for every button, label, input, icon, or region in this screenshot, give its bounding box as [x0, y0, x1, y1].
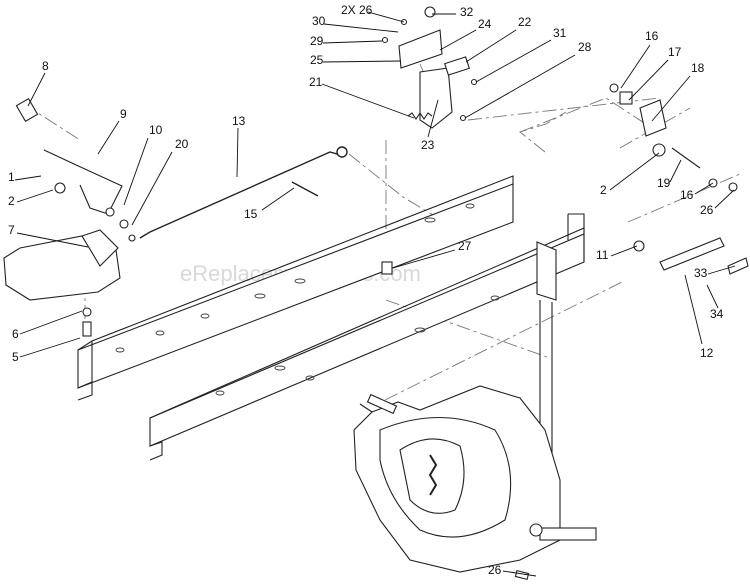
callout-label-c-12: 12: [700, 346, 714, 360]
callout-leader-c-21: [321, 83, 415, 119]
callout-label-c-5: 5: [12, 350, 19, 364]
callout-label-c-34: 34: [710, 307, 724, 321]
callout-label-c-10: 10: [149, 123, 163, 137]
callout-leader-c-34: [706, 284, 719, 309]
callout-leader-c-18: [651, 75, 691, 122]
control-plate-assembly: [381, 6, 478, 275]
callout-leader-c-2b: [609, 152, 660, 191]
callout-leader-c-28: [464, 54, 576, 119]
callout-label-c-17: 17: [668, 45, 682, 59]
callout-leader-c-26c: [502, 570, 537, 577]
callout-label-c-19: 19: [657, 176, 671, 190]
callout-label-c-32: 32: [460, 5, 474, 19]
callout-label-c-24: 24: [478, 17, 492, 31]
callout-leader-c-27: [392, 249, 456, 269]
callout-leader-c-17: [628, 59, 669, 101]
callout-leader-c-31: [475, 39, 552, 83]
callout-label-c-26c: 26: [488, 563, 502, 577]
callout-leader-c-13: [236, 127, 239, 178]
callout-leader-c-33: [707, 265, 736, 275]
callout-leader-c-19: [669, 159, 682, 183]
callout-leader-c-12: [684, 274, 703, 345]
callout-label-c-2x26a: 2X 26: [341, 3, 373, 17]
callout-leader-c-16b: [694, 182, 714, 195]
callout-leader-c-26b: [714, 189, 735, 209]
callout-label-c-2b: 2: [600, 183, 607, 197]
control-rod: [139, 146, 348, 239]
callout-leader-c-24: [439, 29, 477, 51]
callout-label-c-16b: 16: [680, 188, 694, 202]
callout-label-c-8: 8: [42, 59, 49, 73]
callout-label-c-31: 31: [553, 26, 567, 40]
callout-label-c-33: 33: [694, 266, 708, 280]
callout-leader-c-23: [427, 99, 439, 138]
callout-leader-c-15: [261, 187, 295, 211]
transmission-assembly: [353, 385, 597, 581]
callout-leader-c-30: [323, 23, 399, 33]
lower-frame-rail: [149, 213, 585, 461]
callout-leaders: [14, 11, 736, 577]
callout-label-c-20: 20: [175, 137, 189, 151]
callout-label-c-2a: 2: [8, 194, 15, 208]
callout-label-c-22: 22: [518, 15, 532, 29]
callout-leader-c-29: [322, 40, 383, 44]
callout-label-c-1: 1: [8, 170, 15, 184]
callout-leader-c-8: [27, 72, 46, 107]
callout-label-c-16a: 16: [645, 29, 659, 43]
callout-label-c-29: 29: [310, 34, 324, 48]
callout-leader-c-9: [97, 120, 120, 155]
callout-label-c-28: 28: [578, 40, 592, 54]
callout-leader-c-2x26a: [367, 11, 405, 23]
callout-label-c-23: 23: [421, 138, 435, 152]
callout-leader-c-20: [131, 151, 173, 226]
callout-leader-c-16a: [620, 44, 651, 89]
upper-frame-rail: [77, 175, 514, 401]
callout-leader-c-11: [610, 245, 638, 257]
callout-label-c-18: 18: [691, 61, 705, 75]
callout-label-c-15: 15: [244, 207, 258, 221]
callout-label-c-25: 25: [310, 53, 324, 67]
callout-leader-c-6: [19, 310, 83, 335]
pedal-assembly: [3, 97, 136, 337]
callout-label-c-11: 11: [596, 248, 609, 262]
callout-leader-c-1: [14, 175, 42, 181]
callout-leader-c-22: [465, 29, 517, 63]
callout-label-c-9: 9: [120, 107, 127, 121]
callout-leader-c-10: [123, 137, 149, 206]
callout-label-c-30: 30: [312, 14, 326, 28]
callout-leader-c-25: [322, 60, 402, 63]
callout-label-c-21: 21: [309, 75, 323, 89]
callout-leader-c-7: [16, 232, 89, 248]
callout-label-c-7: 7: [8, 223, 15, 237]
callout-label-c-26b: 26: [700, 203, 714, 217]
right-link-assembly: [609, 83, 749, 275]
callout-label-c-6: 6: [12, 327, 19, 341]
callout-label-c-13: 13: [232, 114, 246, 128]
callout-leader-c-2a: [16, 189, 54, 203]
callout-leader-c-5: [19, 337, 81, 358]
callout-label-c-27: 27: [458, 239, 472, 253]
